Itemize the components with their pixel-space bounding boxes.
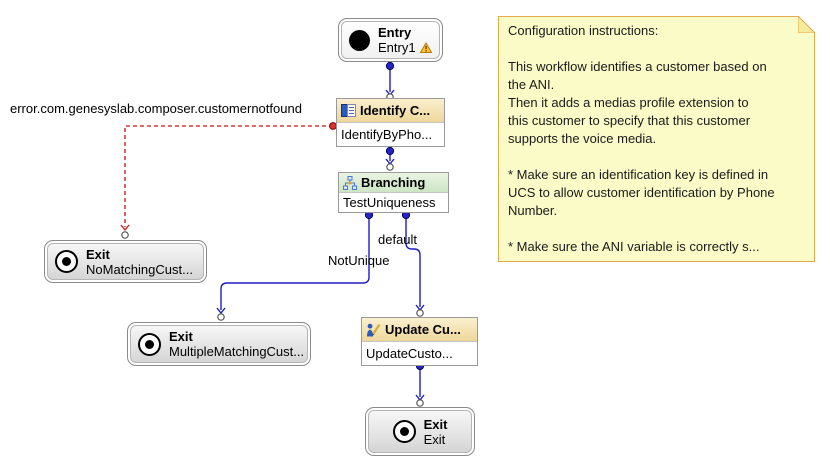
entry-node-name: Entry1 [378, 40, 416, 55]
entry-circle-icon [349, 29, 370, 51]
update-customer-node[interactable]: Update Cu... UpdateCusto... [361, 317, 478, 366]
branching-node[interactable]: Branching TestUniqueness [338, 172, 449, 213]
exit-final-node[interactable]: Exit Exit [365, 407, 475, 456]
exit-multiple-matching-title: Exit [169, 329, 193, 344]
warning-icon [419, 42, 432, 53]
note-fold-corner [798, 16, 815, 33]
connector-identify-to-branching[interactable] [385, 146, 395, 171]
branching-icon [343, 175, 357, 190]
error-edge-label[interactable]: error.com.genesyslab.composer.customerno… [10, 101, 302, 116]
identify-customer-node[interactable]: Identify C... IdentifyByPho... [336, 98, 445, 147]
update-customer-icon [367, 323, 381, 336]
configuration-note-text: Configuration instructions: This workflo… [508, 23, 775, 254]
exit-target-icon [138, 332, 161, 356]
notunique-branch-label[interactable]: NotUnique [328, 253, 390, 268]
update-customer-title: Update Cu... [385, 322, 461, 337]
connector-update-to-exit[interactable] [415, 361, 425, 407]
entry-node[interactable]: Entry Entry1 [338, 18, 443, 62]
exit-no-matching-name: NoMatchingCust... [86, 261, 193, 277]
exit-target-icon [392, 420, 416, 443]
connector-entry-to-identify[interactable] [385, 61, 395, 101]
update-customer-name: UpdateCusto... [362, 342, 477, 365]
entry-node-title: Entry [378, 25, 412, 40]
exit-final-title: Exit [423, 416, 448, 432]
branching-node-name: TestUniqueness [339, 193, 448, 212]
connector-default[interactable] [401, 210, 425, 317]
exit-final-name: Exit [423, 431, 446, 447]
exit-no-matching-node[interactable]: Exit NoMatchingCust... [44, 240, 207, 283]
exit-multiple-matching-name: MultipleMatchingCust... [169, 344, 305, 359]
exit-multiple-matching-node[interactable]: Exit MultipleMatchingCust... [127, 322, 311, 366]
branching-node-title: Branching [361, 175, 426, 190]
identify-node-title: Identify C... [360, 103, 431, 118]
default-branch-label[interactable]: default [378, 232, 418, 247]
connector-error-customernotfound[interactable] [120, 122, 337, 239]
configuration-note[interactable]: Configuration instructions: This workflo… [498, 16, 815, 262]
exit-target-icon [55, 250, 78, 273]
connector-notunique[interactable] [216, 210, 374, 321]
exit-no-matching-title: Exit [86, 246, 110, 262]
identify-node-name: IdentifyByPho... [337, 123, 444, 146]
identify-customer-icon [341, 104, 356, 117]
